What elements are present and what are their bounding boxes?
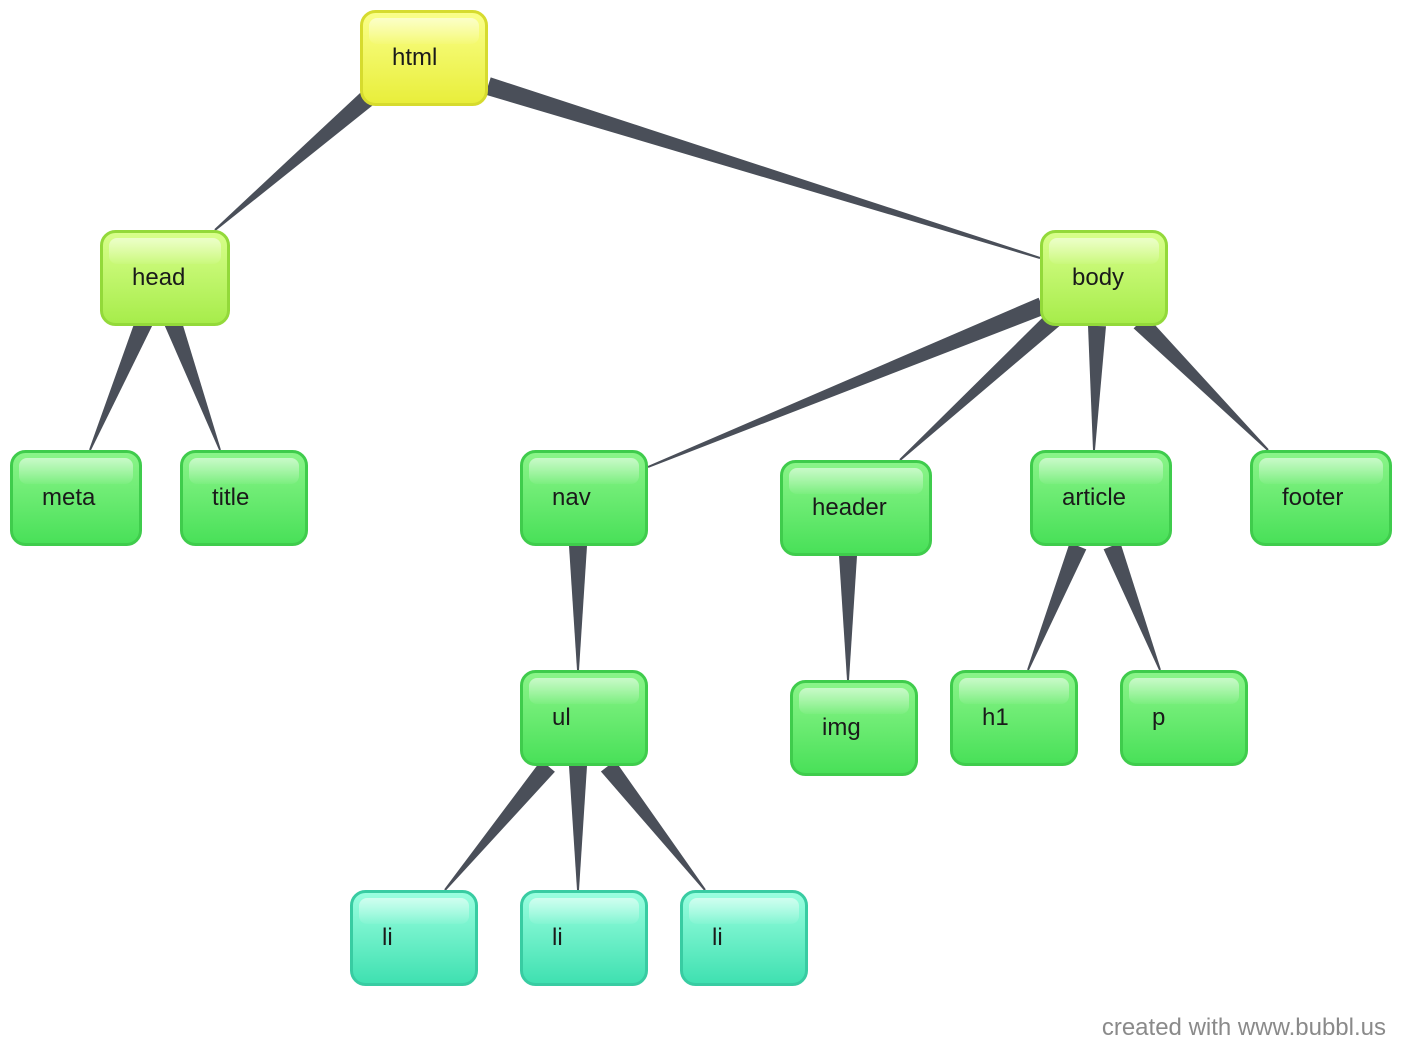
node-head[interactable]: head <box>100 230 230 326</box>
node-header[interactable]: header <box>780 460 932 556</box>
edge-body-nav <box>647 297 1046 468</box>
edge-article-p <box>1103 542 1161 671</box>
node-html[interactable]: html <box>360 10 488 106</box>
node-label: h1 <box>982 704 1009 731</box>
node-gloss <box>189 458 299 484</box>
node-gloss <box>529 678 639 704</box>
node-footer[interactable]: footer <box>1250 450 1392 546</box>
node-label: ul <box>552 704 571 731</box>
node-gloss <box>789 468 923 494</box>
node-gloss <box>359 898 469 924</box>
node-gloss <box>529 898 639 924</box>
node-gloss <box>529 458 639 484</box>
node-label: header <box>812 494 887 521</box>
node-gloss <box>799 688 909 714</box>
node-label: li <box>382 924 393 951</box>
node-body[interactable]: body <box>1040 230 1168 326</box>
node-label: meta <box>42 484 96 511</box>
edge-body-header <box>899 311 1062 461</box>
node-li1[interactable]: li <box>350 890 478 986</box>
node-label: p <box>1152 704 1165 731</box>
node-gloss <box>109 238 221 264</box>
node-label: body <box>1072 264 1124 291</box>
node-title[interactable]: title <box>180 450 308 546</box>
node-meta[interactable]: meta <box>10 450 142 546</box>
node-gloss <box>1259 458 1383 484</box>
edge-html-head <box>214 89 376 231</box>
node-label: head <box>132 264 185 291</box>
node-label: footer <box>1282 484 1343 511</box>
node-gloss <box>19 458 133 484</box>
edge-ul-li2 <box>569 766 587 890</box>
node-gloss <box>689 898 799 924</box>
edge-html-body <box>485 77 1041 260</box>
edge-ul-li1 <box>444 760 555 891</box>
edge-body-article <box>1088 325 1106 450</box>
node-label: html <box>392 44 437 71</box>
node-gloss <box>1039 458 1163 484</box>
node-gloss <box>369 18 479 44</box>
edge-nav-ul <box>569 546 587 670</box>
node-nav[interactable]: nav <box>520 450 648 546</box>
footer-credit: created with www.bubbl.us <box>1101 1014 1386 1041</box>
node-label: li <box>712 924 723 951</box>
node-img[interactable]: img <box>790 680 918 776</box>
edge-ul-li3 <box>600 760 706 891</box>
node-label: img <box>822 714 861 741</box>
edge-head-meta <box>89 316 154 451</box>
edge-head-title <box>163 316 221 451</box>
node-gloss <box>1049 238 1159 264</box>
node-p[interactable]: p <box>1120 670 1248 766</box>
edge-body-footer <box>1133 315 1269 451</box>
node-label: li <box>552 924 563 951</box>
node-h1[interactable]: h1 <box>950 670 1078 766</box>
node-label: title <box>212 484 249 511</box>
node-gloss <box>1129 678 1239 704</box>
node-li3[interactable]: li <box>680 890 808 986</box>
edge-header-img <box>839 556 857 680</box>
node-label: article <box>1062 484 1126 511</box>
edge-article-h1 <box>1027 542 1087 671</box>
nodes-layer: html head body meta title nav header article foo… <box>10 10 1392 986</box>
node-label: nav <box>552 484 591 511</box>
node-li2[interactable]: li <box>520 890 648 986</box>
edges-layer <box>89 77 1269 891</box>
node-gloss <box>959 678 1069 704</box>
node-article[interactable]: article <box>1030 450 1172 546</box>
node-ul[interactable]: ul <box>520 670 648 766</box>
